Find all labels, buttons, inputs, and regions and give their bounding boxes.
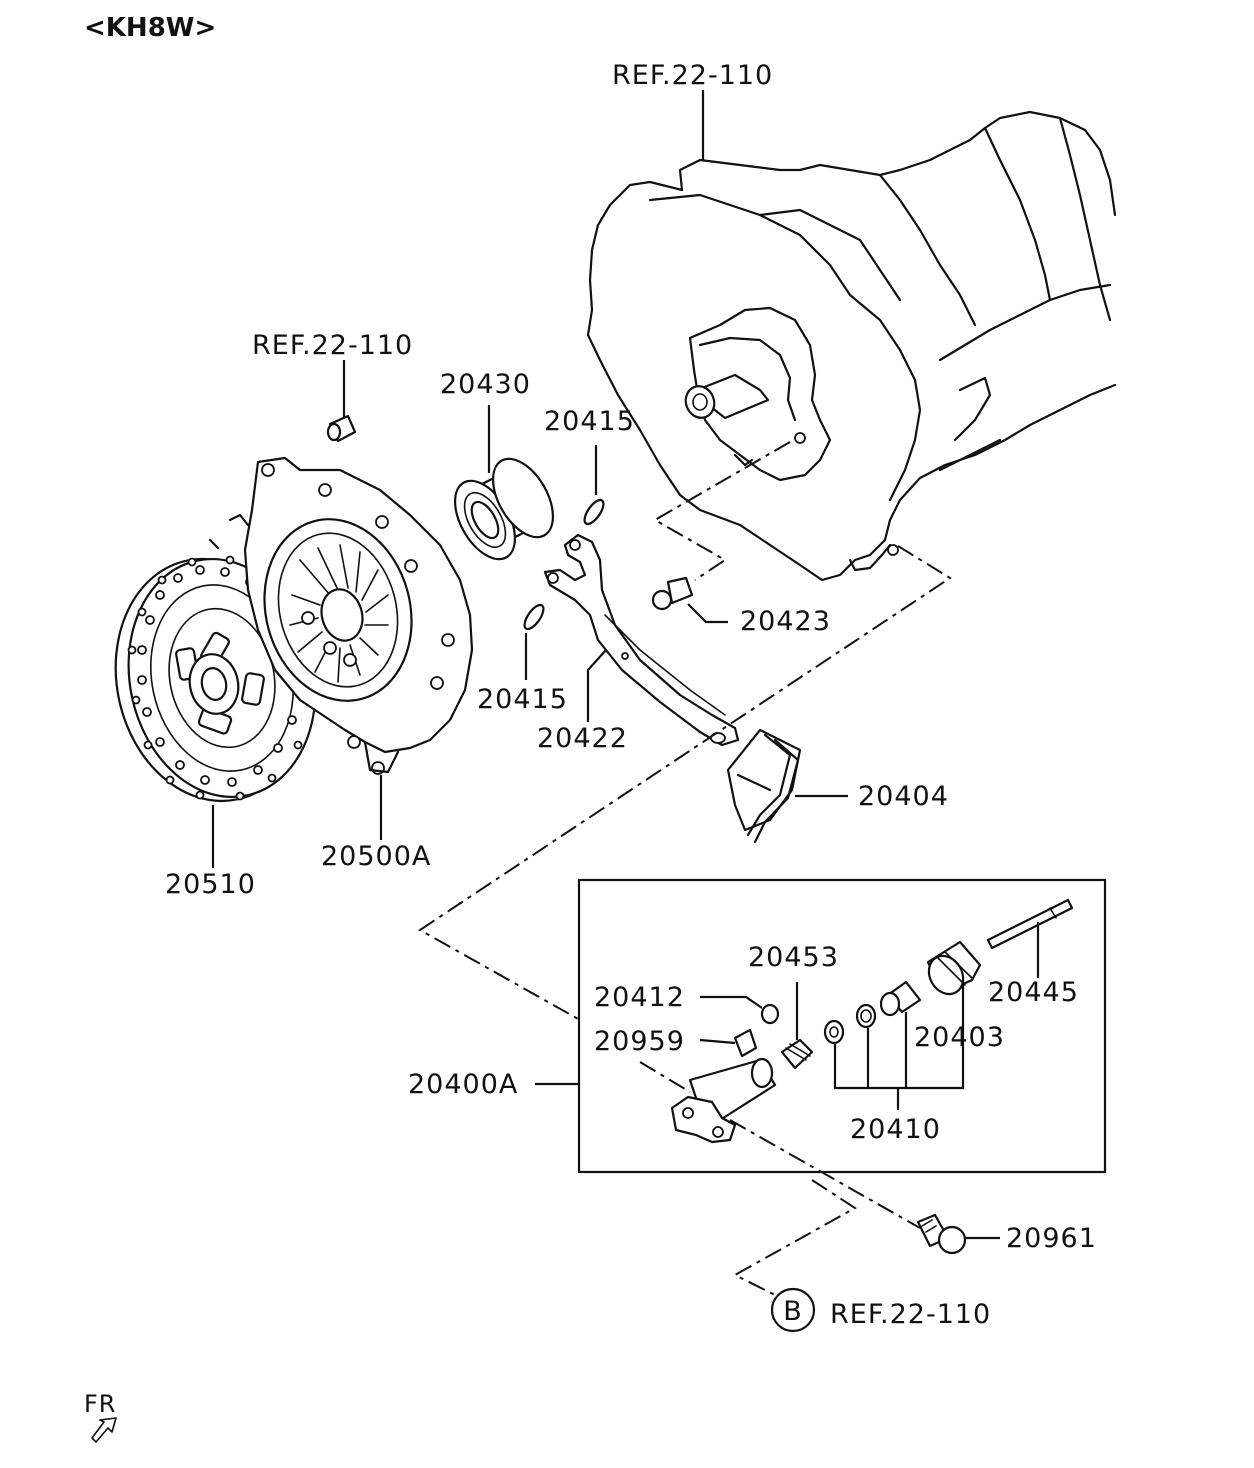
part-label-20415-top: 20415: [544, 406, 635, 437]
leader-20423: [687, 603, 728, 624]
slave-cylinder-box: [577, 878, 1107, 1174]
release-bearing-drawing: [453, 457, 555, 561]
part-label-20415-bottom: 20415: [477, 684, 568, 715]
part-label-20404: 20404: [858, 781, 949, 812]
callout-b-letter: B: [783, 1296, 803, 1327]
part-label-20403: 20403: [914, 1022, 1005, 1053]
part-label-20453: 20453: [748, 942, 839, 973]
clip-top-drawing: [583, 498, 605, 526]
part-label-20510: 20510: [165, 869, 256, 900]
part-label-20422: 20422: [537, 723, 628, 754]
part-label-20961: 20961: [1006, 1223, 1097, 1254]
callout-b-ref: REF.22-110: [830, 1299, 991, 1330]
leader-20422: [586, 649, 607, 722]
front-arrow-icon: [91, 1417, 117, 1443]
union-bolt-drawing: [733, 1028, 758, 1058]
transmission-drawing: [586, 90, 1117, 582]
pivot-bolt-drawing: [651, 576, 694, 611]
cylinder-boot-drawing: [926, 940, 982, 996]
piston-kit-drawing: [823, 980, 922, 1045]
leader-20959: [699, 1038, 736, 1045]
part-label-20430: 20430: [440, 369, 531, 400]
leader-20412: [700, 995, 763, 1009]
pressure-plate-drawing: [208, 456, 474, 775]
part-label-20412: 20412: [594, 982, 685, 1013]
bleeder-drawing: [780, 1038, 814, 1070]
ref-bolt-label: REF.22-110: [252, 330, 413, 361]
ref-bolt-drawing: [326, 414, 357, 443]
model-code: <KH8W>: [84, 13, 216, 43]
bleeder-cap-drawing: [760, 1003, 780, 1025]
release-fork-drawing: [543, 533, 740, 747]
part-label-20500a: 20500A: [321, 841, 431, 872]
part-label-20400a: 20400A: [408, 1069, 518, 1100]
part-label-20423: 20423: [740, 606, 831, 637]
push-rod-drawing: [986, 898, 1074, 950]
clip-bottom-drawing: [523, 603, 545, 631]
diaphragm-fingers: [289, 544, 389, 683]
orientation-label: FR: [84, 1390, 116, 1418]
ref-transmission-label: REF.22-110: [612, 60, 773, 91]
callout-b-circle: [770, 1287, 816, 1333]
mounting-bolt-drawing: [916, 1213, 967, 1255]
assembly-lines: [418, 441, 952, 1296]
part-label-20410: 20410: [850, 1114, 941, 1145]
boot-drawing: [726, 728, 802, 844]
part-label-20445: 20445: [988, 977, 1079, 1008]
part-label-20959: 20959: [594, 1026, 685, 1057]
slave-cylinder-drawing: [670, 1057, 777, 1144]
